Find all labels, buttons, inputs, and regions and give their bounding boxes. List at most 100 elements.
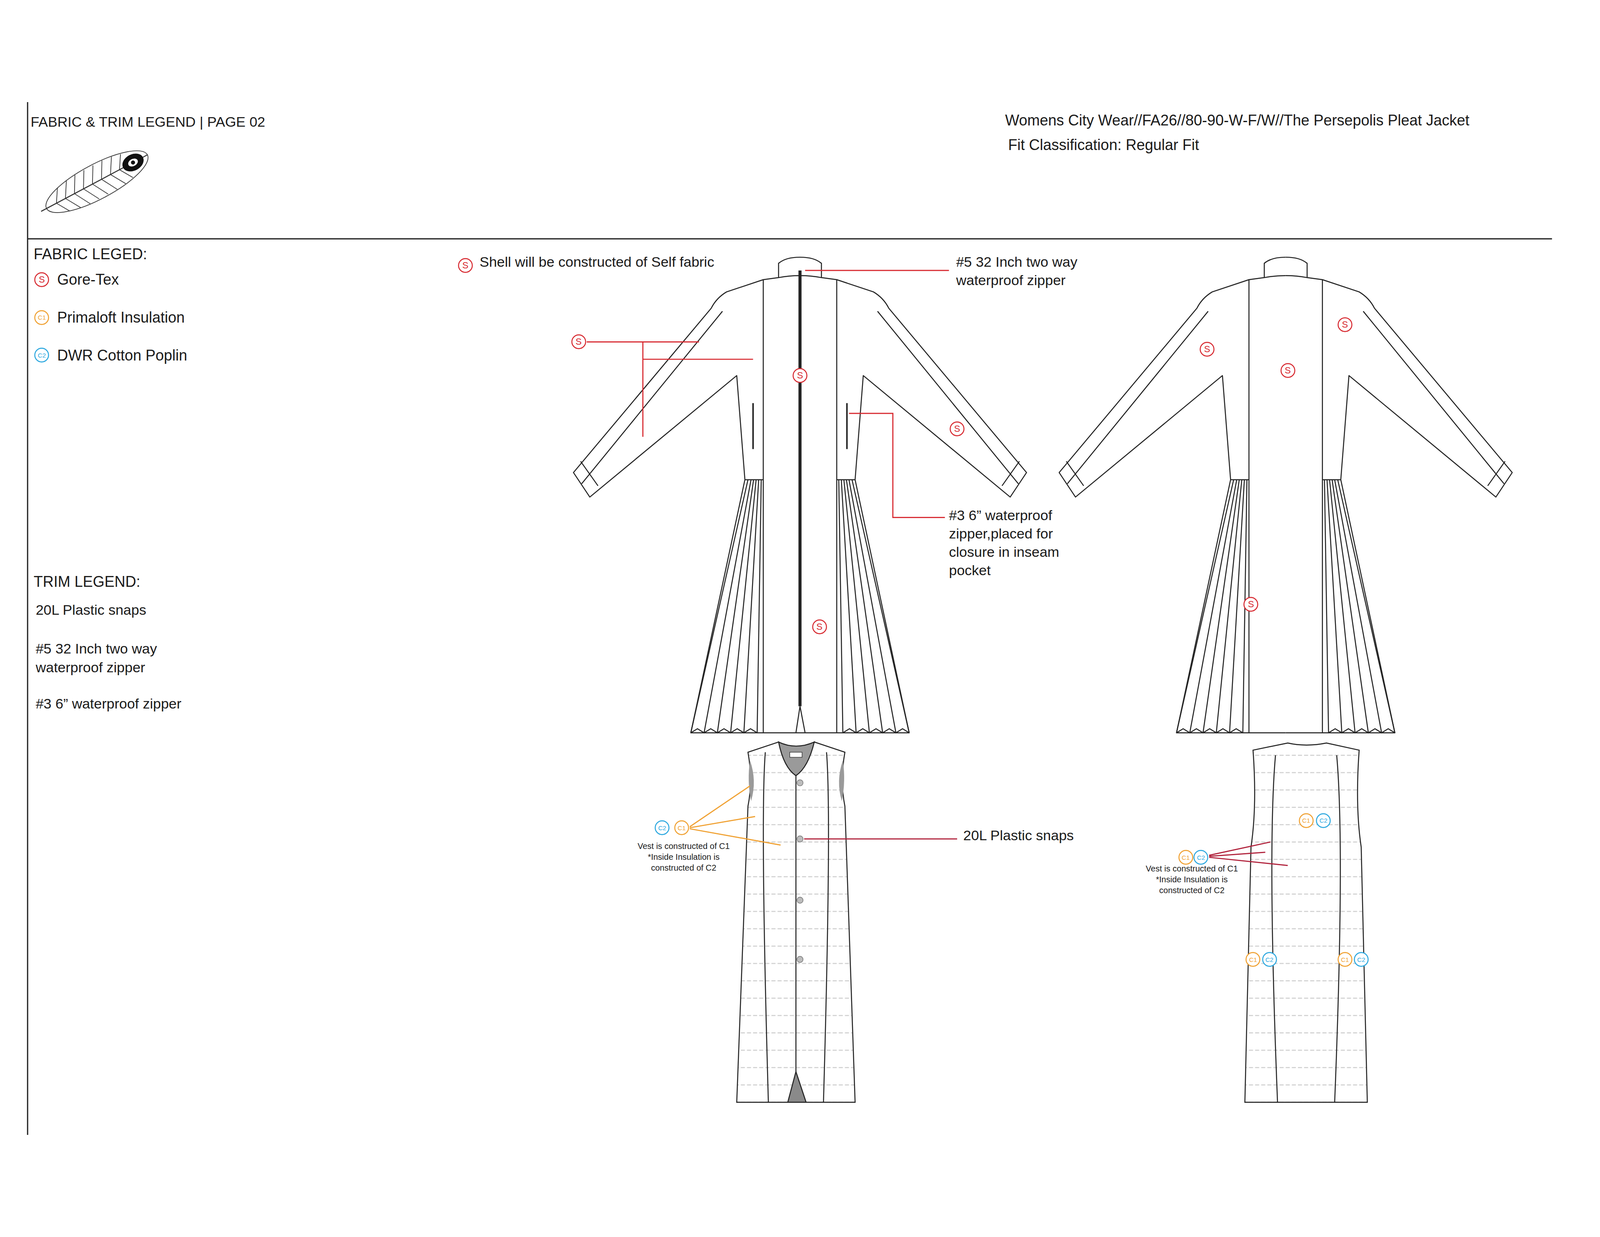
label-box: #3 6” waterproof zipper: [35, 695, 182, 712]
fabric-code: C1: [1249, 956, 1258, 963]
fabric-code: C2: [1319, 817, 1328, 824]
circle-shape: [35, 348, 49, 363]
fabric-code: S: [797, 370, 804, 380]
fabric-code-circle: C1: [674, 820, 690, 835]
legend-text: Primaloft Insulation: [57, 308, 185, 326]
fabric-code-circle: C2: [1262, 951, 1278, 967]
circle-shape: [793, 368, 808, 383]
section-heading: TRIM LEGEND:: [33, 572, 141, 590]
fabric-code-circle: S: [571, 334, 587, 350]
fabric-code-circle: C1: [1178, 849, 1194, 865]
circle-shape: [458, 258, 473, 273]
fabric-code: S: [575, 337, 582, 347]
label-box: Fit Classification: Regular Fit: [1008, 136, 1200, 154]
circle-shape: [1194, 850, 1208, 865]
title-box: FABRIC & TRIM LEGEND | PAGE 02: [30, 113, 265, 130]
fabric-code-circle: S: [1243, 596, 1259, 612]
fabric-code: S: [1247, 599, 1255, 609]
legend-entry: Primaloft Insulation: [57, 308, 185, 326]
fabric-code-circle: S: [812, 619, 828, 635]
fabric-code: C2: [1357, 956, 1365, 963]
circle-shape: [1337, 952, 1352, 967]
fabric-code: C2: [37, 352, 46, 359]
circle-shape: [1200, 342, 1215, 356]
trim-item: 20L Plastic snaps: [35, 601, 147, 618]
fabric-code-circle: C2: [1193, 849, 1209, 865]
label-box: 20L Plastic snaps: [35, 601, 147, 618]
fabric-code-circle: S: [1280, 362, 1296, 378]
fabric-code: C2: [1197, 854, 1205, 861]
fabric-code-circle: S: [1337, 317, 1353, 333]
fabric-code: S: [1284, 365, 1291, 375]
fabric-code-circle: C2: [654, 820, 670, 835]
label-box: 20L Plastic snaps: [963, 827, 1074, 844]
fabric-code-circle: S: [457, 257, 473, 273]
fit-classification: Fit Classification: Regular Fit: [1008, 136, 1200, 154]
callout-text: #3 6” waterproof zipper,placed for closu…: [949, 505, 1083, 580]
callout-text: #5 32 Inch two way waterproof zipper: [956, 252, 1100, 290]
circle-shape: [950, 421, 965, 436]
circle-shape: [1337, 317, 1352, 332]
label-box: Shell will be constructed of Self fabric: [479, 253, 715, 270]
legend-entry: DWR Cotton Poplin: [57, 346, 188, 364]
fabric-code: C2: [1265, 956, 1274, 963]
label-box: Vest is constructed of C1 *Inside Insula…: [627, 840, 740, 873]
fabric-code-circle: S: [1199, 341, 1215, 357]
peacock-feather: [32, 139, 156, 227]
construction-note: Vest is constructed of C1 *Inside Insula…: [627, 840, 740, 873]
circle-shape: [1244, 597, 1258, 611]
circle-shape: [812, 619, 827, 634]
label-box: TRIM LEGEND:: [33, 572, 141, 590]
page-title: FABRIC & TRIM LEGEND | PAGE 02: [30, 113, 265, 130]
fabric-code: S: [462, 260, 469, 270]
label-box: #5 32 Inch two way waterproof zipper: [956, 252, 1100, 290]
circle-shape: [1262, 952, 1277, 967]
header-text: Womens City Wear//FA26//80-90-W-F/W//The…: [1005, 111, 1470, 129]
circle-shape: [1246, 952, 1260, 967]
fabric-code: C2: [658, 824, 667, 831]
jacket-back: [1059, 257, 1513, 733]
fabric-code-circle: C1: [1245, 951, 1261, 967]
legend-entry: Gore-Tex: [57, 270, 119, 288]
label-box: Vest is constructed of C1 *Inside Insula…: [1135, 862, 1248, 896]
fabric-code-circle: C1: [1337, 951, 1353, 967]
circle-shape: [35, 310, 49, 325]
fabric-code-circle: S: [792, 367, 808, 383]
label-box: FABRIC LEGED:: [33, 245, 148, 263]
circle-shape: [571, 335, 586, 349]
section-heading: FABRIC LEGED:: [33, 245, 148, 263]
fabric-code: S: [954, 424, 961, 434]
vest-front: [736, 741, 855, 1102]
fabric-code: S: [1204, 344, 1211, 354]
circle-shape: [674, 820, 689, 835]
circle-shape: [35, 272, 49, 287]
fabric-code: C1: [37, 314, 46, 321]
circle-shape: [1316, 813, 1331, 828]
fabric-code-circle: C1: [1298, 812, 1314, 828]
fabric-code-circle: S: [34, 272, 50, 288]
fabric-code: S: [38, 275, 45, 285]
trim-item: #5 32 Inch two way waterproof zipper: [35, 639, 180, 676]
label-box: #5 32 Inch two way waterproof zipper: [35, 639, 180, 676]
circle-shape: [1299, 813, 1313, 828]
legend-text: Gore-Tex: [57, 270, 119, 288]
fabric-code-circle: C2: [1353, 951, 1369, 967]
trim-item: #3 6” waterproof zipper: [35, 695, 182, 712]
callout-text: Shell will be constructed of Self fabric: [479, 253, 715, 270]
fabric-code: S: [816, 622, 823, 632]
fabric-code-circle: S: [949, 421, 965, 437]
circle-shape: [655, 820, 670, 835]
circle-shape: [1178, 850, 1193, 865]
legend-text: DWR Cotton Poplin: [57, 346, 188, 364]
jacket-front: [573, 257, 1027, 733]
fabric-code: C1: [1181, 854, 1190, 861]
label-box: #3 6” waterproof zipper,placed for closu…: [949, 505, 1083, 580]
fabric-code-circle: C1: [34, 310, 50, 325]
page-frame: [27, 102, 1553, 1135]
fabric-code-circle: C2: [34, 347, 50, 363]
construction-note: Vest is constructed of C1 *Inside Insula…: [1135, 862, 1248, 896]
callout-text: 20L Plastic snaps: [963, 827, 1074, 844]
leader-lines: [586, 270, 1288, 866]
